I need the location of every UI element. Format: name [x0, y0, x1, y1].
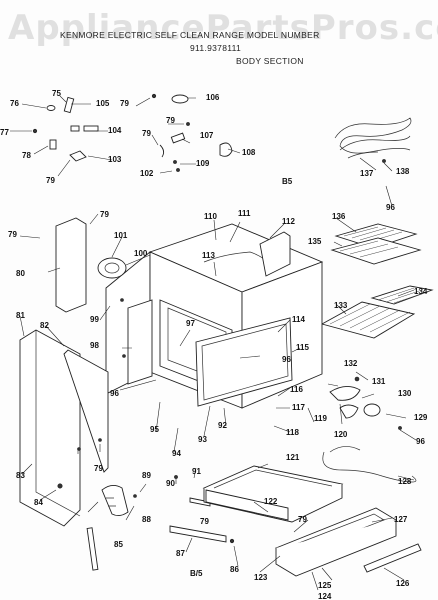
section-mark-b5: B5: [282, 177, 293, 186]
part-number-label-118: 118: [286, 428, 299, 437]
part-number-label-79-4: 79: [142, 129, 151, 138]
part-number-label-130: 130: [398, 389, 412, 398]
part-number-label-83: 83: [16, 471, 25, 480]
bracket-part-group: [32, 93, 233, 172]
part-number-label-94: 94: [172, 449, 181, 458]
part-number-label-80: 80: [16, 269, 25, 278]
part-number-label-114: 114: [292, 315, 305, 324]
part-number-label-100: 100: [134, 249, 148, 258]
part-number-label-124: 124: [318, 592, 332, 600]
part-number-label-102: 102: [140, 169, 154, 178]
part-number-label-108: 108: [242, 148, 256, 157]
header-model-number: 911.9378111: [190, 43, 242, 53]
part-number-label-79-7: 79: [94, 464, 103, 473]
part-number-label-79-5: 79: [100, 210, 109, 219]
part-number-label-117: 117: [292, 403, 305, 412]
part-number-label-84: 84: [34, 498, 43, 507]
part-number-label-121: 121: [286, 453, 300, 462]
part-number-label-125: 125: [318, 581, 332, 590]
part-number-label-77: 77: [0, 128, 9, 137]
part-number-label-79-2: 79: [120, 99, 129, 108]
part-number-label-98: 98: [90, 341, 99, 350]
part-number-label-110: 110: [204, 212, 217, 221]
part-number-label-96: 96: [110, 389, 119, 398]
part-number-label-85: 85: [114, 540, 123, 549]
part-number-label-137: 137: [360, 169, 374, 178]
part-number-label-97: 97: [186, 319, 195, 328]
part-number-label-104: 104: [108, 126, 122, 135]
part-number-label-131: 131: [372, 377, 386, 386]
part-number-label-127: 127: [394, 515, 408, 524]
part-number-label-112: 112: [282, 217, 295, 226]
part-number-label-133: 133: [334, 301, 348, 310]
storage-drawer: [202, 465, 344, 523]
leader-lines: [10, 95, 417, 591]
part-number-label-107: 107: [200, 131, 214, 140]
part-number-label-95: 95: [150, 425, 159, 434]
part-number-label-79-9: 79: [298, 515, 307, 524]
part-number-label-101: 101: [114, 231, 128, 240]
part-number-label-96-4: 96: [416, 437, 425, 446]
part-number-label-128: 128: [398, 477, 412, 486]
hinge-part-group: [329, 376, 402, 430]
part-number-label-105: 105: [96, 99, 110, 108]
part-number-label-96-2: 96: [282, 355, 291, 364]
part-number-label-81: 81: [16, 311, 25, 320]
wire-harness: [322, 446, 417, 483]
part-number-label-109: 109: [196, 159, 210, 168]
part-number-label-138: 138: [396, 167, 410, 176]
drawer-handle-rod: [363, 543, 422, 573]
part-number-label-135: 135: [308, 237, 322, 246]
part-number-label-87: 87: [176, 549, 185, 558]
part-number-label-79-3: 79: [166, 116, 175, 125]
part-number-label-79-6: 79: [8, 230, 17, 239]
part-number-label-99: 99: [90, 315, 99, 324]
part-number-label-116: 116: [290, 385, 303, 394]
leveling-leg-group: [86, 475, 235, 571]
part-number-label-122: 122: [264, 497, 278, 506]
part-number-label-111: 111: [238, 209, 251, 218]
range-cabinet-body: [55, 217, 324, 409]
part-number-label-106: 106: [206, 93, 220, 102]
part-number-label-123: 123: [254, 573, 268, 582]
part-number-label-103: 103: [108, 155, 122, 164]
part-number-label-126: 126: [396, 579, 410, 588]
broil-element: [334, 117, 412, 163]
part-number-label-75: 75: [52, 89, 61, 98]
part-number-label-88: 88: [142, 515, 151, 524]
broil-pan-insert: [330, 223, 422, 265]
part-number-label-91: 91: [192, 467, 201, 476]
drawer-front-panel: [274, 507, 398, 577]
part-number-label-76: 76: [10, 99, 19, 108]
part-number-label-115: 115: [296, 343, 309, 352]
part-number-label-113: 113: [202, 251, 215, 260]
header-title: KENMORE ELECTRIC SELF CLEAN RANGE MODEL …: [60, 30, 320, 40]
part-number-label-92: 92: [218, 421, 227, 430]
part-number-label-79-8: 79: [200, 517, 209, 526]
part-number-label-86: 86: [230, 565, 239, 574]
side-panel: [19, 329, 109, 527]
part-number-label-129: 129: [414, 413, 428, 422]
part-number-callouts: 75 76 77 78 79 79 79 79 79 79 79 79 79 80 81 82 83 84 85 86…: [0, 89, 428, 600]
part-number-label-119: 119: [314, 414, 327, 423]
part-number-label-90: 90: [166, 479, 175, 488]
part-number-label-79: 79: [46, 176, 55, 185]
header-section-title: BODY SECTION: [236, 56, 304, 66]
part-number-label-78: 78: [22, 151, 31, 160]
part-number-label-134: 134: [414, 287, 428, 296]
part-number-label-120: 120: [334, 430, 348, 439]
part-number-label-96-3: 96: [386, 203, 395, 212]
part-number-label-93: 93: [198, 435, 207, 444]
oven-rack-assembly: [320, 285, 434, 339]
part-number-label-82: 82: [40, 321, 49, 330]
part-number-label-136: 136: [332, 212, 346, 221]
part-number-label-132: 132: [344, 359, 358, 368]
section-mark-b5-lower: B/5: [190, 569, 203, 578]
part-number-label-89: 89: [142, 471, 151, 480]
